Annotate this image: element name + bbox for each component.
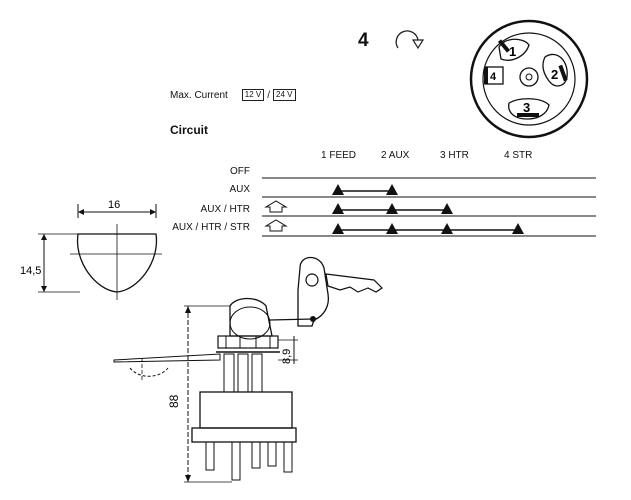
voltage-separator: / [267,89,271,101]
key-bow [297,256,330,327]
column-header-htr: 3 HTR [440,150,469,161]
connection-triangle [386,223,398,234]
key-face-diagram: 1 2 3 4 [469,19,589,139]
max-current-rating: Max. Current 12 V / 24 V [170,89,296,101]
connection-triangle [386,203,398,214]
row-label-off: OFF [230,166,250,177]
connection-markers [332,184,524,234]
switch-body [199,391,293,429]
connection-triangle [441,203,453,214]
key-blade [325,273,383,293]
column-header-aux: 2 AUX [381,150,410,161]
terminal-2-label: 2 [551,67,558,82]
column-header-feed: 1 FEED [321,150,357,161]
position-number: 4 [358,30,369,51]
push-arrow-icon [264,200,288,213]
terminal-1-label: 1 [509,44,516,59]
connection-triangle [512,223,524,234]
row-label-aux-htr-str: AUX / HTR / STR [172,222,250,233]
connection-triangle [332,184,344,195]
row-label-aux-htr: AUX / HTR [200,204,250,215]
terminal-3-slot [508,98,550,120]
max-current-label: Max. Current [170,89,228,101]
rotation-arrow-icon [395,30,425,50]
knob [229,297,273,337]
column-header-str: 4 STR [504,150,533,161]
connection-triangle [441,223,453,234]
connection-triangle [332,223,344,234]
mounting-nut [217,335,279,349]
terminal-4-label: 4 [490,71,497,83]
dimension-body: 88 [167,394,181,408]
row-label-aux: AUX [229,184,250,195]
voltage-24-badge: 24 V [273,89,296,101]
push-arrow-icon [264,219,288,232]
circuit-title: Circuit [170,123,209,137]
terminal-2-slot [542,53,568,87]
connection-triangle [332,203,344,214]
dimension-thread: 8,9 [281,349,293,364]
switch-side-view: 88 8,9 [113,256,383,483]
dimension-height: 14,5 [20,265,41,277]
terminal-1-slot [498,38,530,61]
dimension-width: 16 [108,199,120,211]
cap-profile-drawing: 16 14,5 [20,199,162,300]
voltage-12-badge: 12 V [241,89,265,101]
connection-triangle [386,184,398,195]
terminal-3-label: 3 [523,100,530,115]
